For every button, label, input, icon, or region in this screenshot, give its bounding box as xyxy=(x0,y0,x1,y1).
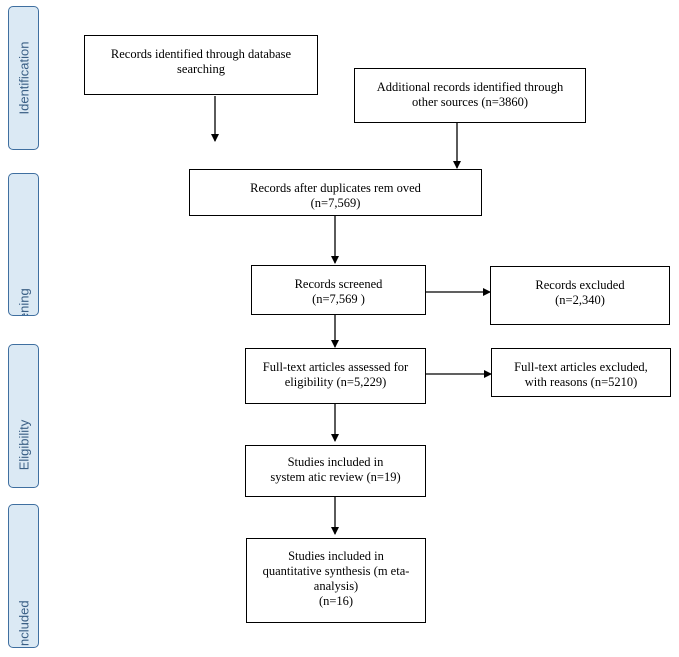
other-sources-line-2: other sources (n=3860) xyxy=(411,95,529,109)
records-excluded-line-1: Records excluded xyxy=(535,278,625,292)
box-other-sources: Additional records identified through ot… xyxy=(354,68,586,123)
database-search-line-2: searching xyxy=(177,62,225,76)
records-excluded-line-2: (n=2,340) xyxy=(555,293,605,307)
quantitative-line-3: analysis) xyxy=(313,579,359,593)
box-quantitative-synthesis: Studies included in quantitative synthes… xyxy=(246,538,426,623)
database-search-line-1: Records identified through database xyxy=(110,47,292,61)
box-fulltext-assessed: Full-text articles assessed for eligibil… xyxy=(245,348,426,404)
box-duplicates-removed: Records after duplicates rem oved (n=7,5… xyxy=(189,169,482,216)
quantitative-line-4: (n=16) xyxy=(318,594,354,608)
box-qualitative-synthesis: Studies included in system atic review (… xyxy=(245,445,426,497)
fulltext-assessed-line-2: eligibility (n=5,229) xyxy=(284,375,387,389)
records-screened-line-1: Records screened xyxy=(294,277,383,291)
other-sources-line-1: Additional records identified through xyxy=(376,80,564,94)
qualitative-line-2: system atic review (n=19) xyxy=(270,470,401,484)
stage-included: Included xyxy=(8,504,39,648)
stage-identification: Identification xyxy=(8,6,39,150)
fulltext-excluded-line-2: with reasons (n=5210) xyxy=(524,375,638,389)
records-screened-line-2: (n=7,569 ) xyxy=(312,292,365,306)
duplicates-removed-line-1: Records after duplicates rem oved xyxy=(250,181,421,195)
quantitative-line-2: quantitative synthesis (m eta- xyxy=(262,564,410,578)
quantitative-line-1: Studies included in xyxy=(288,549,384,563)
duplicates-removed-line-2: (n=7,569) xyxy=(310,196,361,210)
box-database-search: Records identified through database sear… xyxy=(84,35,318,95)
qualitative-line-1: Studies included in xyxy=(287,455,384,469)
stage-eligibility: Eligibility xyxy=(8,344,39,488)
fulltext-assessed-line-1: Full-text articles assessed for xyxy=(262,360,409,374)
stage-screening: Screening xyxy=(8,173,39,316)
box-fulltext-excluded: Full-text articles excluded, with reason… xyxy=(491,348,671,397)
box-records-excluded: Records excluded (n=2,340) xyxy=(490,266,670,325)
fulltext-excluded-line-1: Full-text articles excluded, xyxy=(514,360,648,374)
box-records-screened: Records screened (n=7,569 ) xyxy=(251,265,426,315)
